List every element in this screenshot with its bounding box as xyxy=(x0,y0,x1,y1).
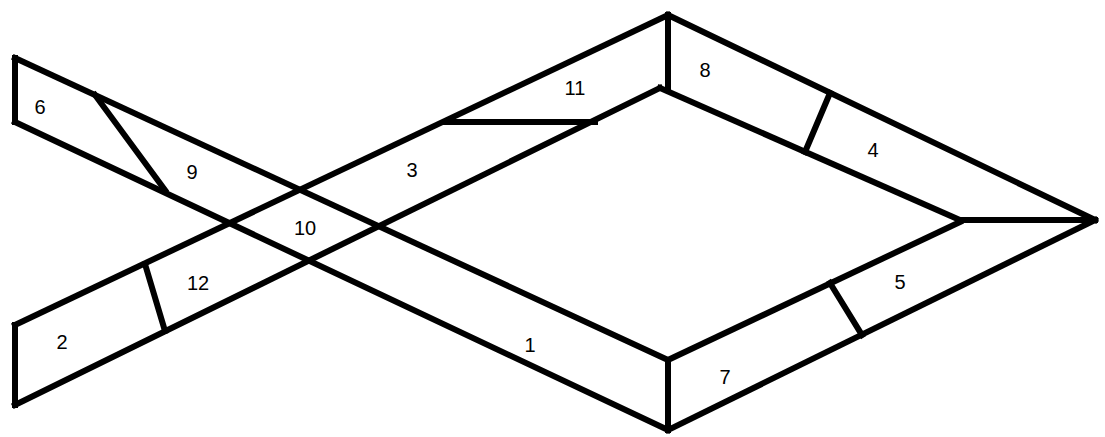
band-end xyxy=(12,325,18,405)
callout-number: 10 xyxy=(294,218,316,238)
callout-number: 7 xyxy=(719,367,730,387)
band-edge xyxy=(15,58,668,360)
band-divider xyxy=(95,95,165,190)
callout-number: 6 xyxy=(34,97,45,117)
band-divider xyxy=(830,283,862,335)
band-edge xyxy=(668,222,960,360)
band-divider xyxy=(145,264,165,331)
tail-line xyxy=(960,217,1095,223)
band-joint xyxy=(665,360,671,430)
band-edge xyxy=(15,88,660,405)
band-end xyxy=(12,58,18,122)
callout-number: 2 xyxy=(56,332,67,352)
band-divider xyxy=(805,93,830,152)
band-joint xyxy=(665,15,671,88)
callout-number: 4 xyxy=(867,140,878,160)
callout-number: 9 xyxy=(186,162,197,182)
callout-number: 3 xyxy=(406,160,417,180)
callout-number: 8 xyxy=(699,60,710,80)
band-edge xyxy=(660,88,960,220)
callout-number: 11 xyxy=(565,78,586,98)
callout-number: 1 xyxy=(524,335,535,355)
callout-number: 12 xyxy=(187,273,209,293)
band-edge xyxy=(15,15,668,325)
band-divider xyxy=(445,119,595,125)
callout-number: 5 xyxy=(894,272,905,292)
band-edge xyxy=(668,220,1095,430)
